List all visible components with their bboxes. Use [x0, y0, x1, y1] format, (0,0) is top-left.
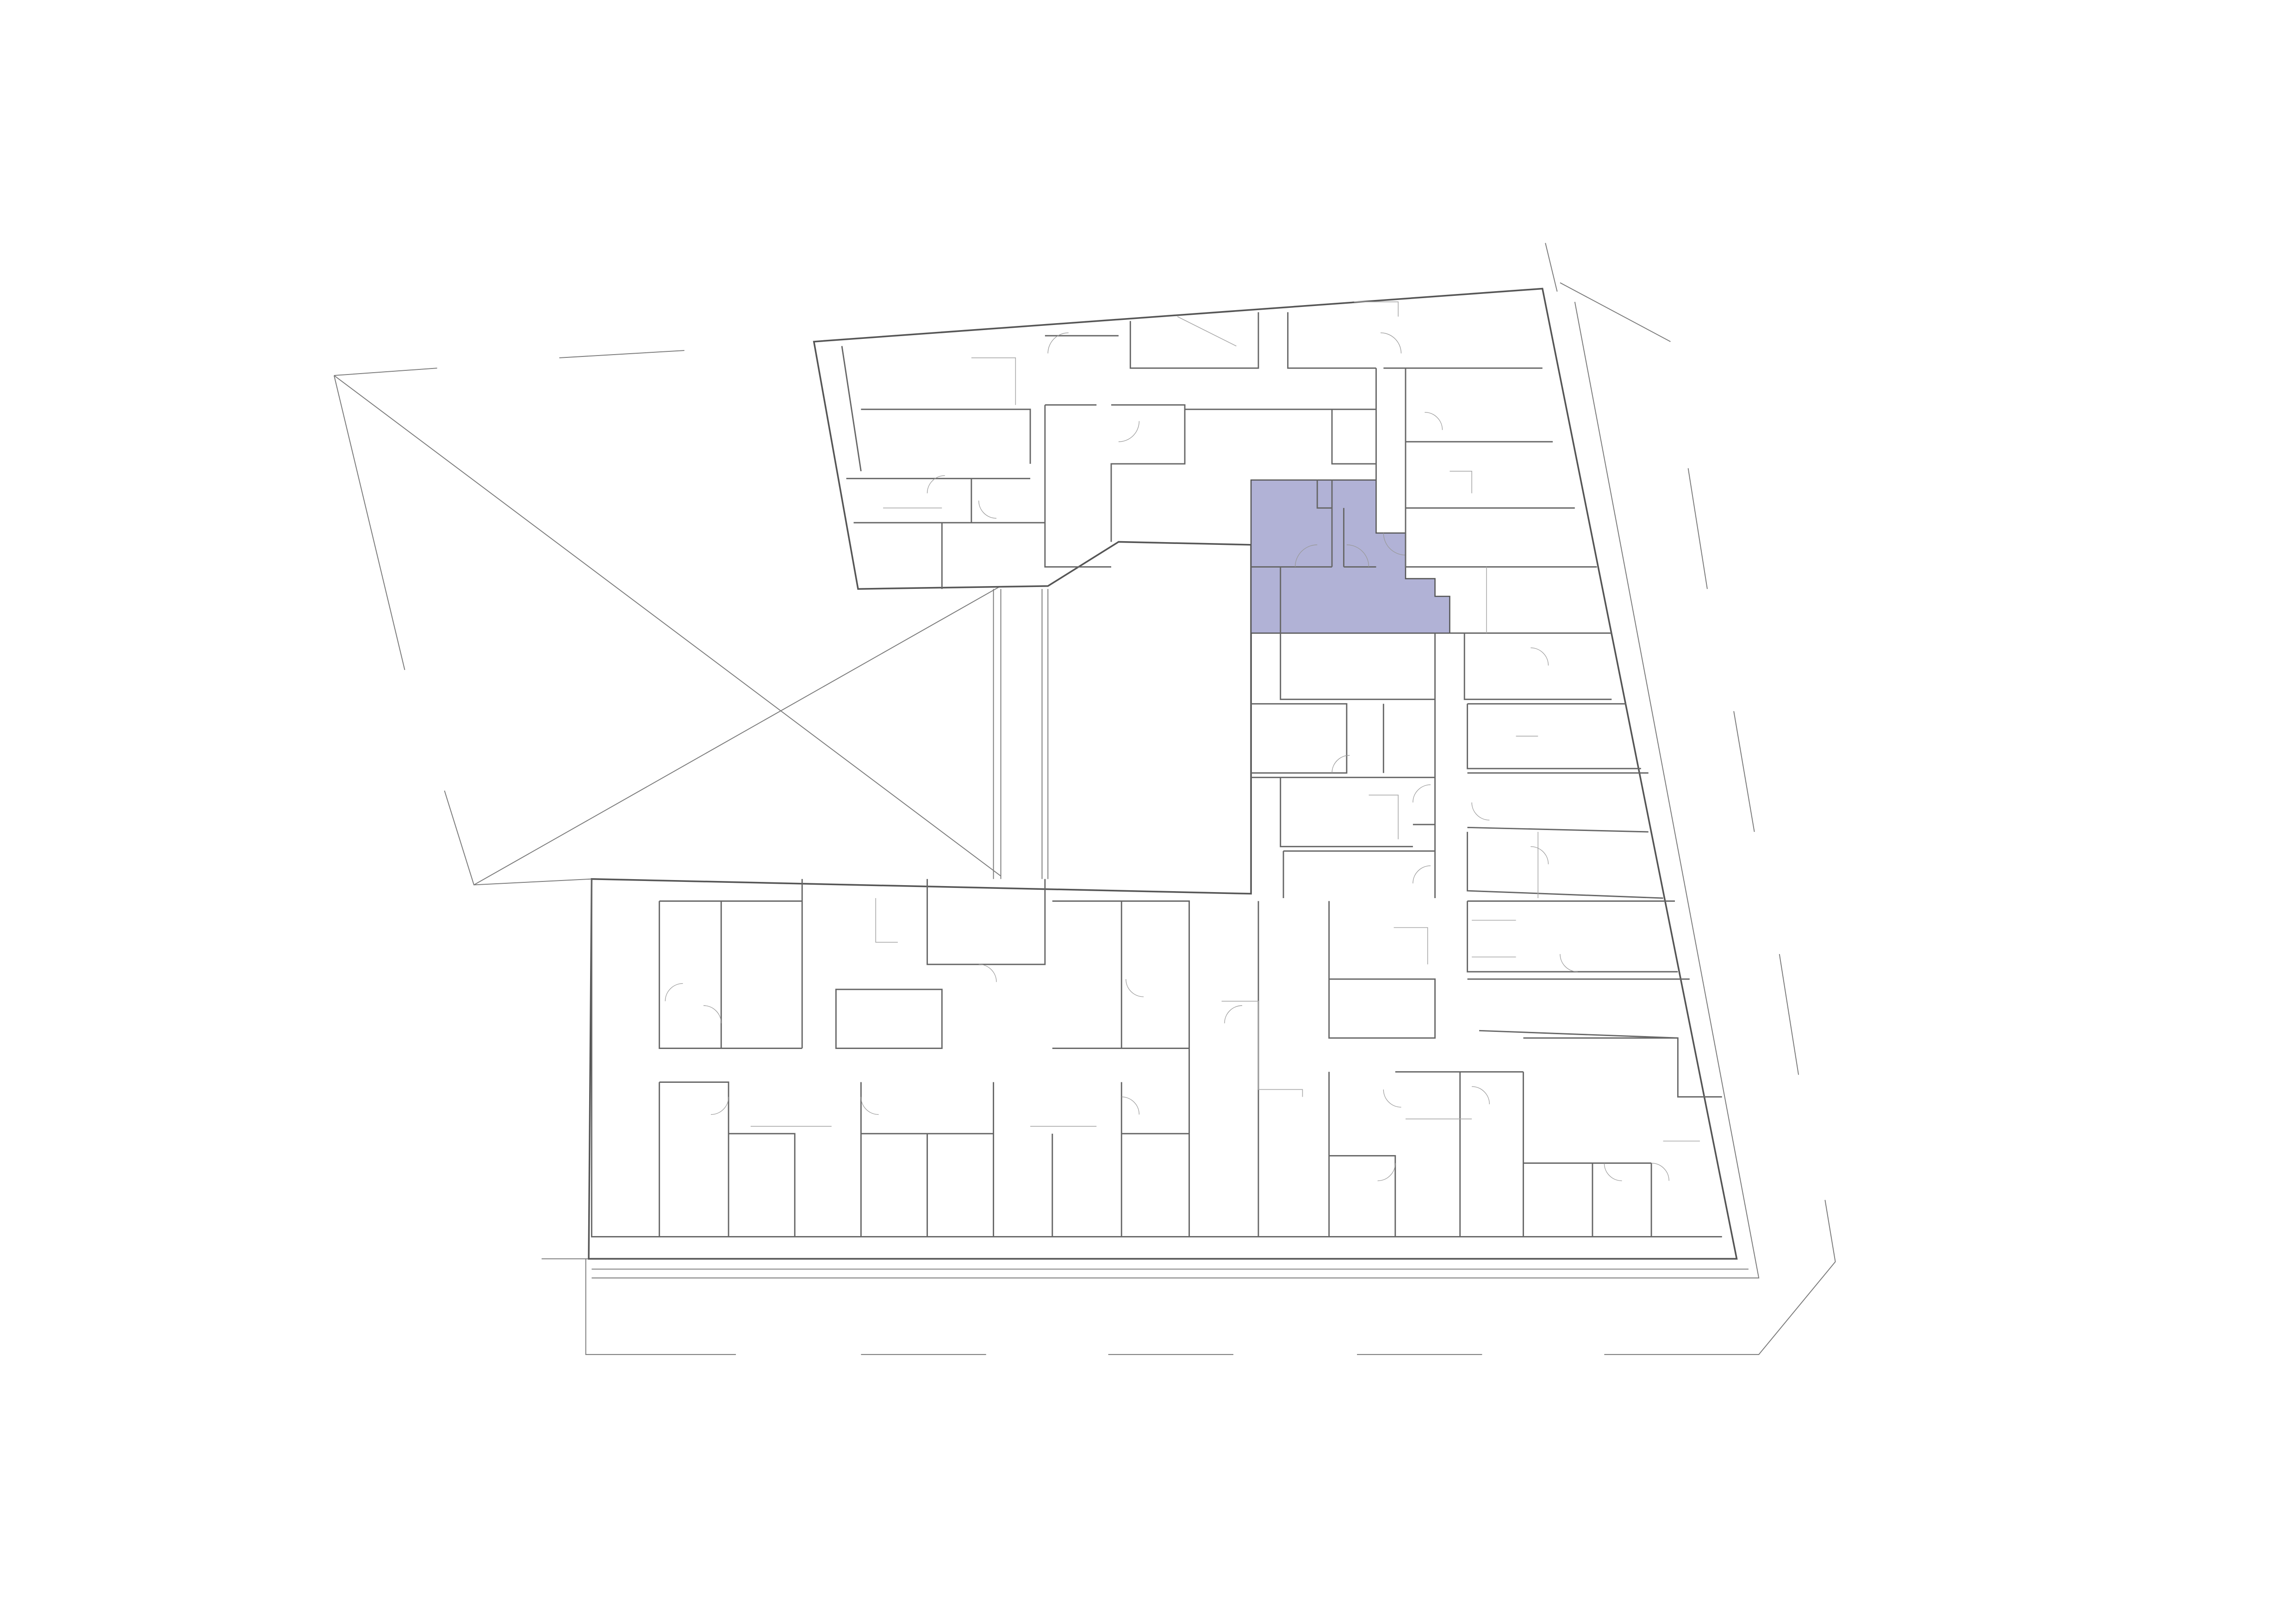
- site-boundary-lines: [333, 243, 1836, 1355]
- upper-wing-rooms: [841, 301, 1597, 589]
- building-outline: [588, 287, 1738, 1260]
- highlighted-apartment: [1250, 479, 1450, 634]
- south-wing-rooms: [591, 879, 1722, 1237]
- east-wing-rooms: [1251, 567, 1690, 1039]
